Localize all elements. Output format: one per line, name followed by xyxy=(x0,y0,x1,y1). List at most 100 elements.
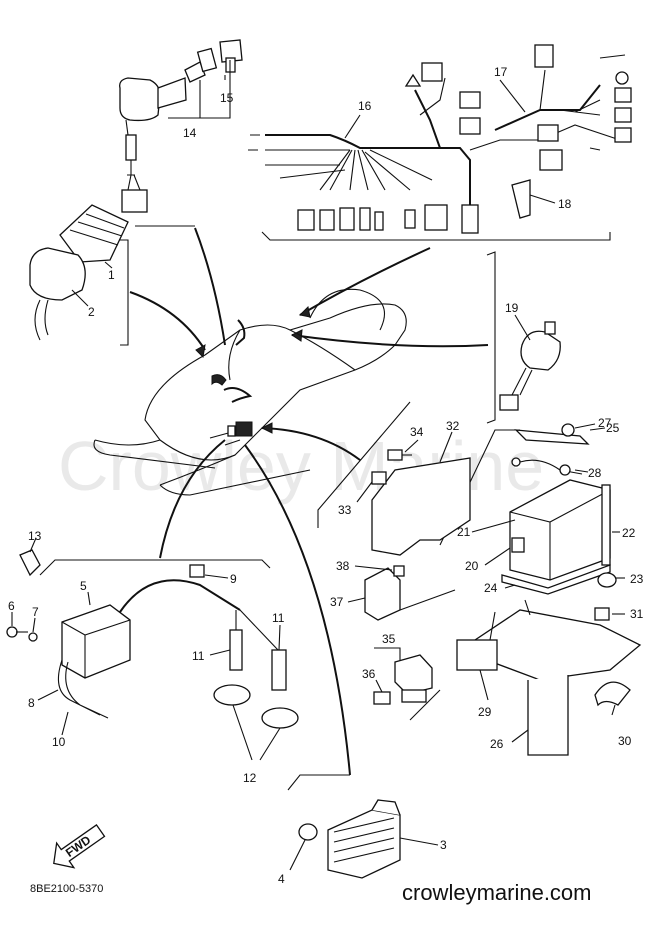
nut-31 xyxy=(594,607,610,621)
callout-28: 28 xyxy=(588,466,602,480)
callout-38: 38 xyxy=(336,559,350,573)
leader-12 xyxy=(232,704,281,761)
callout-2: 2 xyxy=(88,305,95,319)
callout-5: 5 xyxy=(80,579,87,593)
callout-6: 6 xyxy=(8,599,15,613)
arrowhead-3 xyxy=(260,422,273,434)
battery-strap-25 xyxy=(514,429,590,445)
callout-35: 35 xyxy=(382,632,396,646)
callout-labels: 1 2 3 4 5 6 7 8 9 10 11 11 12 13 14 15 1… xyxy=(8,65,644,886)
strap-26 xyxy=(527,675,569,756)
leader-32 xyxy=(439,431,453,463)
callout-19: 19 xyxy=(505,301,519,315)
leader-33 xyxy=(356,481,373,503)
leader-28 xyxy=(574,469,589,473)
callout-15: 15 xyxy=(220,91,234,105)
fuse-holder-35 xyxy=(394,654,433,703)
leader-29 xyxy=(479,669,489,701)
leader-37 xyxy=(347,597,366,603)
callout-9: 9 xyxy=(230,572,237,586)
group-bracket-16-17 xyxy=(261,231,611,241)
callout-8: 8 xyxy=(28,696,35,710)
callout-37: 37 xyxy=(330,595,344,609)
leader-10 xyxy=(61,711,69,736)
leader-35 xyxy=(374,647,401,660)
snowmobile-harness-sketch xyxy=(211,319,253,437)
leader-20 xyxy=(484,547,511,566)
callout-10: 10 xyxy=(52,735,66,749)
callout-23: 23 xyxy=(630,572,644,586)
leader-25 xyxy=(589,427,606,431)
key-14 xyxy=(184,47,218,83)
callout-22: 22 xyxy=(622,526,636,540)
callout-31: 31 xyxy=(630,607,644,621)
leader-16 xyxy=(344,114,361,139)
rectifier-3 xyxy=(327,799,401,879)
callout-32: 32 xyxy=(446,419,460,433)
clip-9 xyxy=(189,564,205,578)
leader-9 xyxy=(204,574,229,579)
part-18 xyxy=(511,179,531,219)
leader-3 xyxy=(399,837,439,846)
callout-20: 20 xyxy=(465,559,479,573)
bolt-6 xyxy=(6,626,18,638)
leader-8 xyxy=(37,689,59,701)
leader-11a xyxy=(209,649,231,656)
callout-29: 29 xyxy=(478,705,492,719)
fwd-arrow-icon: FWD xyxy=(53,824,106,869)
arrowhead-4 xyxy=(298,305,311,318)
arrowhead-1 xyxy=(195,344,206,359)
callout-21: 21 xyxy=(457,525,471,539)
leader-30 xyxy=(611,704,616,716)
battery-lead-28 xyxy=(511,457,583,476)
callout-16: 16 xyxy=(358,99,372,113)
leader-4 xyxy=(289,839,306,871)
group-line-37 xyxy=(399,589,456,611)
callout-11b: 11 xyxy=(272,611,285,625)
callout-14: 14 xyxy=(183,126,197,140)
leader-38 xyxy=(354,565,393,571)
wire-harness-16 xyxy=(248,62,479,234)
leader-26 xyxy=(511,729,529,743)
group-bracket-32 xyxy=(317,401,411,528)
leader-1 xyxy=(104,261,113,269)
watermark: Crowley Marine xyxy=(58,427,544,505)
switch-19 xyxy=(499,321,561,411)
callout-24: 24 xyxy=(484,581,498,595)
cdi-unit xyxy=(29,204,129,341)
arrow-cdi xyxy=(129,291,206,351)
leader-2 xyxy=(71,289,89,307)
leader-11b xyxy=(278,624,281,651)
callout-3: 3 xyxy=(440,838,447,852)
leader-34 xyxy=(404,439,419,453)
wire-harness-17 xyxy=(459,44,632,171)
callout-11a: 11 xyxy=(192,649,205,663)
washer-7 xyxy=(28,632,38,642)
callout-25: 25 xyxy=(606,421,620,435)
nut-27 xyxy=(561,423,575,437)
leader-5 xyxy=(87,591,91,606)
part-code: 8BE2100-5370 xyxy=(30,883,103,895)
group-bracket-3 xyxy=(287,774,350,791)
callout-18: 18 xyxy=(558,197,572,211)
clip-13 xyxy=(19,549,41,577)
callout-34: 34 xyxy=(410,425,424,439)
leader-14 xyxy=(168,60,231,119)
callout-17: 17 xyxy=(494,65,508,79)
bracket-32 xyxy=(371,457,471,556)
leader-18 xyxy=(529,194,556,204)
arrow-battery xyxy=(261,427,361,461)
leader-19 xyxy=(514,314,531,341)
website[interactable]: crowleymarine.com xyxy=(402,880,592,905)
arrow-rectifier xyxy=(244,444,351,776)
bolt-34 xyxy=(387,449,412,461)
arrow-switch-19 xyxy=(291,334,489,348)
arrow-main-switch xyxy=(194,227,226,346)
callout-33: 33 xyxy=(338,503,352,517)
clamp-30 xyxy=(594,681,631,707)
callout-13: 13 xyxy=(28,529,42,543)
spark-plug-cap-11a xyxy=(229,610,243,671)
nut-33 xyxy=(371,471,387,485)
tube-22 xyxy=(601,484,611,566)
